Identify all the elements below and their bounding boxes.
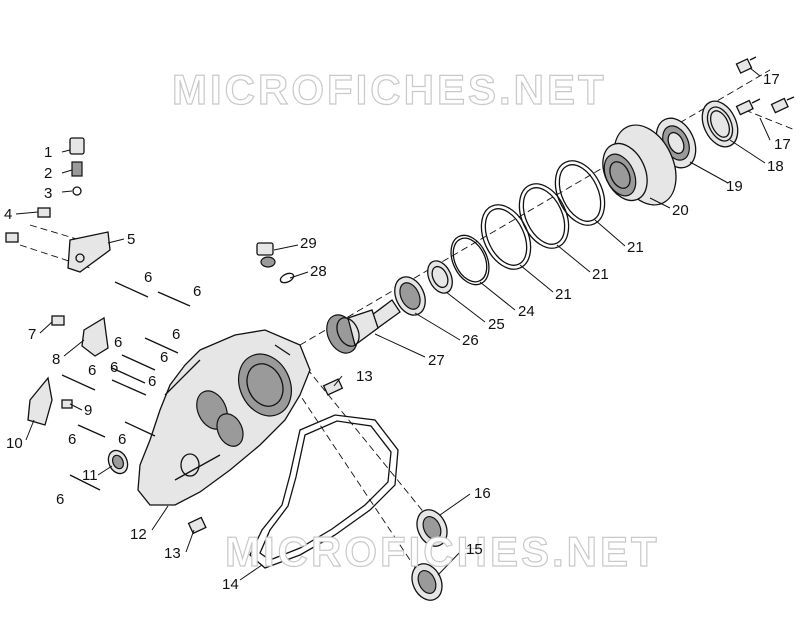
callout-21-middle: 21	[592, 266, 609, 283]
bevel-gear-shaft-27	[326, 299, 401, 354]
callout-2: 2	[44, 165, 53, 182]
dowel-pin-13-lower	[187, 516, 207, 535]
callout-13-upper: 13	[356, 368, 373, 385]
bracket-10	[27, 376, 53, 426]
bearing-16	[416, 509, 448, 547]
assembly-axis-lines	[19, 69, 796, 576]
callout-5: 5	[127, 231, 136, 248]
callout-6-j: 6	[118, 431, 127, 448]
callout-6-h: 6	[148, 373, 157, 390]
detent-ball-3	[72, 186, 82, 196]
callout-1: 1	[44, 144, 53, 161]
detent-plug-1	[69, 137, 85, 155]
bolt-17-upper	[735, 56, 757, 74]
gasket-21-right	[554, 160, 606, 226]
callout-6-e: 6	[160, 349, 169, 366]
callout-21-left: 21	[555, 286, 572, 303]
callout-6-b: 6	[193, 283, 202, 300]
callout-6-c: 6	[172, 326, 181, 343]
callout-11: 11	[82, 467, 98, 484]
plug-29	[256, 242, 276, 268]
oil-seal-11	[107, 449, 129, 475]
bolts-6	[61, 281, 191, 491]
bearing-retainer-ring-18	[701, 100, 739, 148]
washer-28	[279, 272, 295, 284]
callout-20: 20	[672, 202, 689, 219]
callout-7: 7	[28, 326, 37, 343]
callout-6-d: 6	[114, 334, 123, 351]
detent-spring-2	[71, 161, 83, 177]
callout-21-right: 21	[627, 239, 644, 256]
callout-25: 25	[488, 316, 505, 333]
callout-6-i: 6	[68, 431, 77, 448]
callout-4: 4	[4, 206, 13, 223]
callout-14: 14	[222, 576, 239, 593]
watermark-top: MICROFICHES.NET	[171, 65, 607, 113]
callout-16: 16	[474, 485, 491, 502]
callout-19: 19	[726, 178, 743, 195]
callout-10: 10	[6, 435, 23, 452]
callout-17-lower: 17	[774, 136, 791, 153]
callout-13-lower: 13	[164, 545, 181, 562]
callout-26: 26	[462, 332, 479, 349]
plate-8	[81, 316, 109, 357]
shim-25	[427, 260, 453, 294]
output-housing-20	[602, 124, 677, 206]
gasket-21-left	[480, 204, 532, 270]
callout-24: 24	[518, 303, 535, 320]
bearing-26	[394, 276, 426, 316]
o-ring-24	[450, 234, 490, 286]
callout-3: 3	[44, 185, 53, 202]
callout-29: 29	[300, 235, 317, 252]
bolt-9	[61, 399, 73, 409]
callout-6-g: 6	[110, 359, 119, 376]
callout-8: 8	[52, 351, 61, 368]
callout-6-a: 6	[144, 269, 153, 286]
dowel-pin-13-upper	[322, 378, 344, 396]
case-gasket-14	[249, 414, 399, 569]
callout-17-upper: 17	[763, 71, 780, 88]
watermark-bottom: MICROFICHES.NET	[224, 527, 660, 575]
callout-27: 27	[428, 352, 445, 369]
bracket-5	[67, 231, 111, 273]
callout-18: 18	[767, 158, 784, 175]
bolt-17-right	[770, 96, 795, 114]
callout-9: 9	[84, 402, 93, 419]
callout-28: 28	[310, 263, 327, 280]
callout-12: 12	[130, 526, 147, 543]
leader-lines	[15, 67, 771, 581]
bolt-17-middle	[735, 98, 761, 116]
bolt-7	[51, 315, 65, 326]
callout-15: 15	[466, 541, 483, 558]
callout-6-f: 6	[88, 362, 97, 379]
callout-6-k: 6	[56, 491, 65, 508]
transmission-case-12	[137, 329, 311, 506]
bearing-15	[411, 563, 443, 601]
